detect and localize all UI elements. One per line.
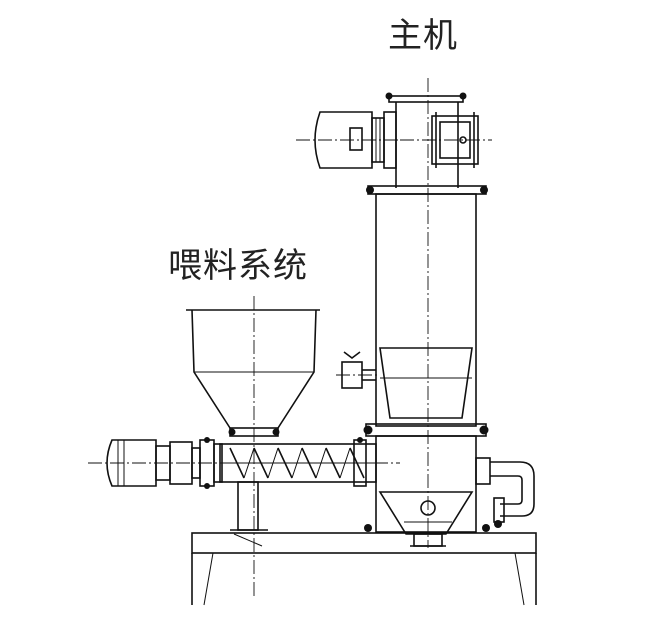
side-valve — [336, 351, 380, 389]
feed-motor — [88, 439, 400, 487]
feeding-system-label: 喂料系统 — [168, 246, 308, 286]
base-frame — [191, 532, 537, 606]
main-unit-label: 主机 — [388, 16, 458, 56]
return-pipe — [475, 457, 535, 528]
feeding-system — [88, 296, 400, 596]
main-unit — [296, 78, 535, 548]
main-motor — [296, 111, 410, 169]
main-gearbox — [400, 112, 492, 168]
